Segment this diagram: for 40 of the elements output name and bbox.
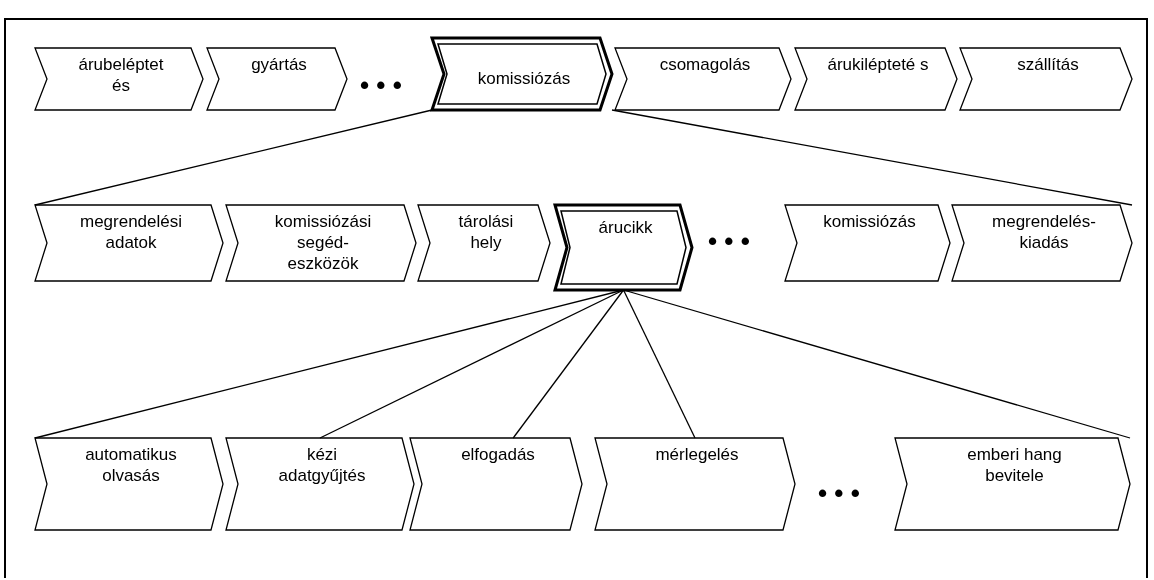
step-label: gyártás xyxy=(250,54,308,75)
process-step xyxy=(432,38,612,110)
connector-line xyxy=(611,109,1133,206)
process-step xyxy=(226,438,414,530)
process-step xyxy=(410,438,582,530)
step-label: mérlegelés xyxy=(654,444,740,465)
connector-line xyxy=(622,289,696,439)
step-label: árukilépteté s xyxy=(826,54,930,75)
process-step xyxy=(555,205,692,290)
process-step xyxy=(895,438,1130,530)
process-step xyxy=(226,205,416,281)
step-label: kézi adatgyűjtés xyxy=(277,444,367,486)
connector-line xyxy=(512,289,625,439)
ellipsis-mark: • • • xyxy=(818,480,860,506)
process-step xyxy=(952,205,1132,281)
step-label: megrendelés- kiadás xyxy=(991,211,1097,253)
process-step xyxy=(595,438,795,530)
step-label: tárolási hely xyxy=(457,211,515,253)
ellipsis-mark: • • • xyxy=(708,228,750,254)
process-step xyxy=(418,205,550,281)
step-label: emberi hang bevitele xyxy=(966,444,1063,486)
step-label: komissiózási segéd- eszközök xyxy=(273,211,373,274)
ellipsis-mark: • • • xyxy=(360,72,402,98)
process-step xyxy=(615,48,791,110)
process-step xyxy=(35,205,223,281)
step-label: megrendelési adatok xyxy=(78,211,184,253)
step-label: árucikk xyxy=(597,217,654,238)
step-label: automatikus olvasás xyxy=(84,444,178,486)
process-step xyxy=(795,48,957,110)
step-label: elfogadás xyxy=(460,444,536,465)
step-label: csomagolás xyxy=(658,54,752,75)
process-step xyxy=(960,48,1132,110)
process-step xyxy=(207,48,347,110)
process-step xyxy=(35,48,203,110)
process-step xyxy=(35,438,223,530)
step-label: szállítás xyxy=(1016,54,1080,75)
step-label: komissiózás xyxy=(476,68,572,89)
step-label: komissiózás xyxy=(822,211,917,232)
step-label: árubeléptet és xyxy=(77,54,165,96)
process-step xyxy=(785,205,950,281)
